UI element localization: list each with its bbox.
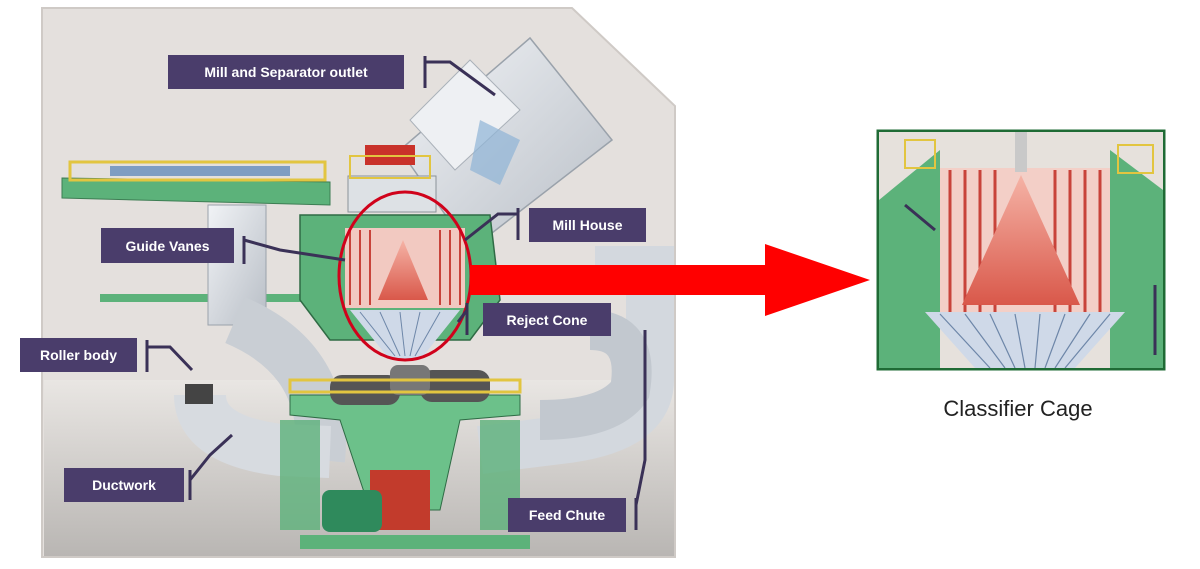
outlet-duct — [398, 36, 614, 252]
label-mill-house: Mill House — [529, 208, 646, 242]
right-ductwork — [477, 246, 674, 474]
left-ductwork — [174, 204, 346, 478]
label-roller-body: Roller body — [20, 338, 137, 372]
label-feed-chute: Feed Chute — [508, 498, 626, 532]
label-reject-cone: Reject Cone — [483, 303, 611, 336]
leader-lines — [145, 56, 647, 530]
inset-caption: Classifier Cage — [943, 396, 1093, 421]
classifier-cage-main — [345, 228, 465, 360]
label-guide-vanes: Guide Vanes — [101, 228, 234, 263]
label-ductwork: Ductwork — [64, 468, 184, 502]
classifier-inset — [876, 129, 1166, 371]
magnify-arrow — [470, 244, 870, 316]
label-mill-separator-outlet: Mill and Separator outlet — [168, 55, 404, 89]
